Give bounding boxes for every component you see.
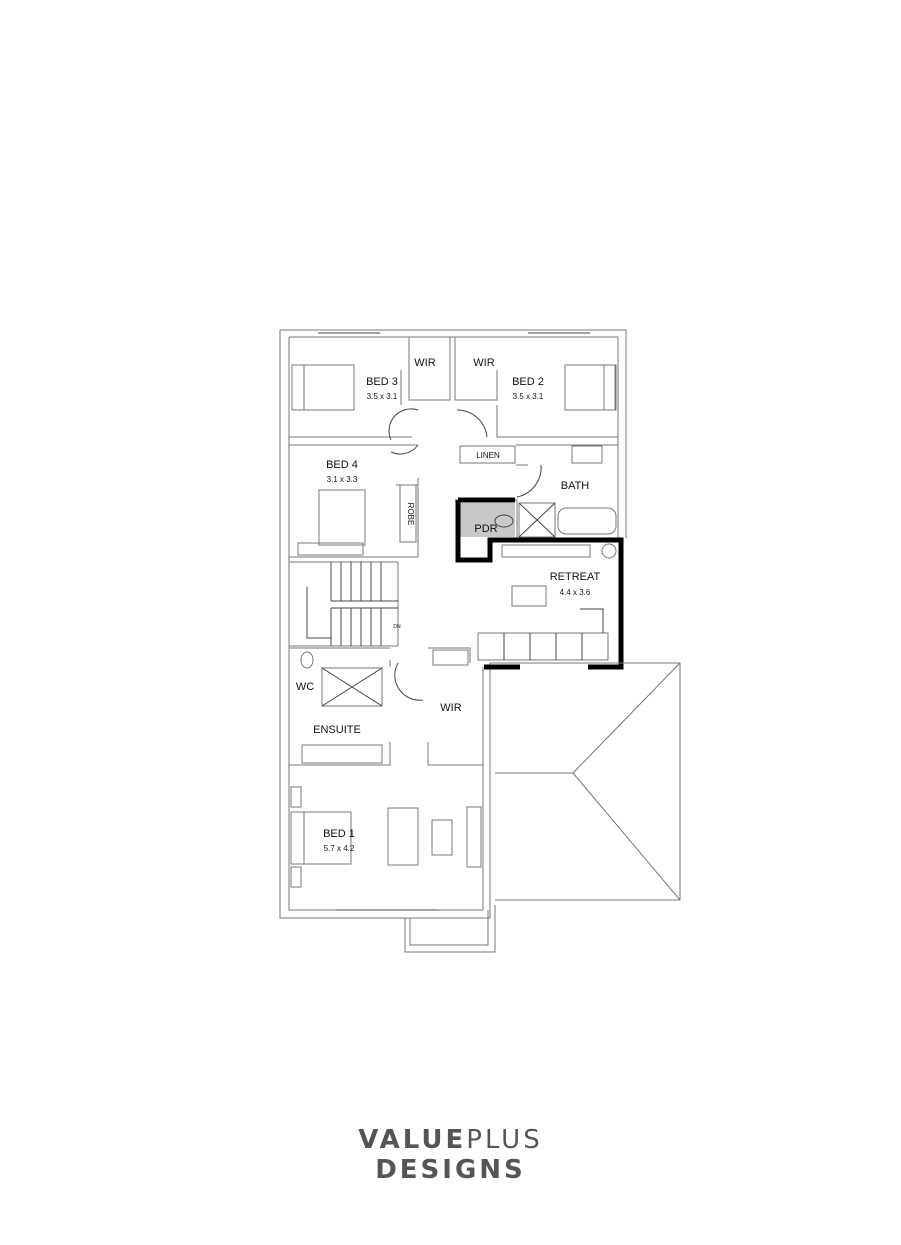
toilet-icon [494,514,514,528]
wir-shelf [432,649,469,666]
bed4-bench [297,542,364,556]
bed1-bedside [290,811,305,865]
room-label-wir: WIR [473,357,494,369]
room-label-bed4: BED 4 [326,459,358,471]
room-size-bed1: 5.7 x 4.2 [324,844,355,853]
room-size-bed4: 3.1 x 3.3 [327,475,358,484]
bed3-bed [303,364,355,411]
pdr-floor [458,503,515,537]
room-label-bed2: BED 2 [512,376,544,388]
room-label-wir: WIR [440,702,461,714]
shower [518,502,556,538]
linen-cupboard[interactable] [459,445,516,464]
robe [399,484,417,543]
retreat-feature-wall [455,500,624,670]
room-label-ensuite: ENSUITE [313,724,361,736]
retreat-console [501,544,591,558]
retreat-sofa [477,632,609,661]
logo-word-designs: DESIGNS [375,1155,526,1185]
ensuite-shower [321,667,383,707]
room-label-pdr: PDR [474,523,497,535]
stairs-down-label: DN [393,624,401,630]
stair-treads [306,562,398,646]
room-label-wc: WC [296,681,314,693]
bath-vanity [571,445,603,464]
roof [490,662,681,901]
bed1-side-table [290,866,302,888]
bathtub [557,507,617,535]
ensuite-vanity [301,744,383,764]
room-label-wir: WIR [414,357,435,369]
retreat-table [511,585,547,607]
room-label-bath: BATH [561,480,590,492]
company-logo-line2: DESIGNS [0,1155,901,1185]
bed1-side-table [290,786,302,808]
outer-wall [279,329,627,919]
retreat-plant [601,543,617,559]
bed4-bed [318,489,366,546]
room-size-bed2: 3.5 x 3.1 [513,392,544,401]
company-logo: VALUEPLUS [0,1125,901,1155]
ensuite-walls [289,647,483,766]
door-swing [456,409,488,438]
wc-toilet-icon [300,651,314,669]
room-label-linen: LINEN [476,451,500,460]
bed1-armchair [387,807,419,866]
stairs[interactable] [288,561,399,647]
logo-word-plus: PLUS [466,1125,543,1155]
door-swing [394,662,424,701]
room-label-retreat: RETREAT [550,571,601,583]
bed2-bedside [603,364,617,411]
room-size-bed3: 3.5 x 3.1 [367,392,398,401]
room-size-retreat: 4.4 x 3.6 [560,588,591,597]
door-swing [388,408,419,455]
door-swing [516,464,542,498]
bed3-bedside [291,364,305,411]
logo-word-value: VALUE [358,1125,467,1155]
bed2-bed [564,364,616,411]
room-label-bed1: BED 1 [323,828,355,840]
bed1-table [431,819,453,856]
bed3-walls [289,337,618,438]
room-label-bed3: BED 3 [366,376,398,388]
balcony [404,905,496,953]
bed1-tv [466,806,482,868]
room-label-robe: ROBE [406,503,415,526]
